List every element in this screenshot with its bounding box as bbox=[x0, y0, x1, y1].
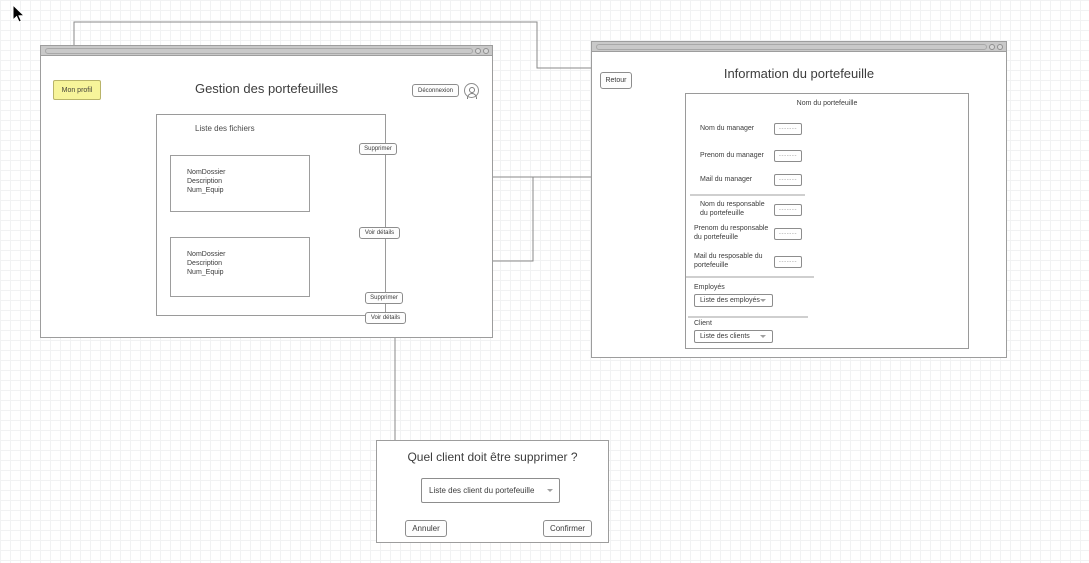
file-card[interactable]: NomDossier Description Num_Equip bbox=[170, 155, 310, 212]
dialog-title: Quel client doit être supprimer ? bbox=[407, 450, 578, 464]
mon-profil-button[interactable]: Mon profil bbox=[53, 80, 101, 100]
window-control-dot[interactable] bbox=[483, 47, 489, 54]
portefeuille-panel: Nom du portefeuille Nom du manager -----… bbox=[685, 93, 969, 349]
file-card-text: NomDossier Description Num_Equip bbox=[187, 251, 226, 278]
window-control-dot[interactable] bbox=[997, 43, 1003, 50]
file-details-button[interactable]: Voir détails bbox=[365, 312, 406, 324]
file-details-button[interactable]: Voir détails bbox=[359, 227, 400, 239]
section-divider bbox=[688, 316, 808, 318]
titlebar-address-field[interactable] bbox=[45, 48, 473, 54]
page-title: Gestion des portefeuilles bbox=[194, 81, 339, 96]
dialog-client-select[interactable]: Liste des client du portefeuille bbox=[421, 478, 560, 503]
file-name: NomDossier bbox=[187, 251, 226, 258]
user-avatar-icon[interactable] bbox=[464, 83, 479, 98]
chevron-down-icon bbox=[760, 299, 766, 302]
employees-select-value: Liste des employés bbox=[700, 297, 760, 304]
nom-manager-input[interactable]: ------- bbox=[774, 123, 802, 135]
file-team: Num_Equip bbox=[187, 268, 224, 276]
confirm-button[interactable]: Confirmer bbox=[543, 520, 592, 537]
file-delete-button[interactable]: Supprimer bbox=[365, 292, 403, 304]
files-group-label: Liste des fichiers bbox=[195, 124, 255, 133]
employees-select[interactable]: Liste des employés bbox=[694, 294, 773, 307]
nom-responsable-input[interactable]: ------- bbox=[774, 203, 802, 216]
field-label: Prenom du responsable du portefeuille bbox=[694, 225, 769, 241]
file-team: Num_Equip bbox=[187, 186, 224, 194]
window-information-portefeuille[interactable]: Retour Information du portefeuille Nom d… bbox=[591, 41, 1007, 358]
file-name: NomDossier bbox=[187, 169, 226, 176]
field-label: Prenom du manager bbox=[700, 151, 764, 159]
chevron-down-icon bbox=[760, 335, 766, 338]
cancel-button[interactable]: Annuler bbox=[405, 520, 447, 537]
section-divider bbox=[686, 276, 814, 278]
mail-manager-input[interactable]: ------- bbox=[774, 174, 802, 186]
form-field-row: Nom du manager ------- bbox=[700, 123, 802, 135]
file-card[interactable]: NomDossier Description Num_Equip bbox=[170, 237, 310, 297]
titlebar[interactable] bbox=[592, 42, 1006, 52]
file-description: Description bbox=[187, 177, 223, 185]
mail-responsable-input[interactable]: ------- bbox=[774, 255, 802, 268]
client-select-value: Liste des clients bbox=[700, 333, 750, 340]
field-label: Nom du responsable du portefeuille bbox=[700, 201, 765, 217]
field-label: Nom du manager bbox=[700, 124, 755, 132]
logout-button[interactable]: Déconnexion bbox=[412, 84, 459, 97]
chevron-down-icon bbox=[547, 489, 553, 492]
employees-label: Employés bbox=[694, 284, 725, 291]
titlebar[interactable] bbox=[41, 46, 492, 56]
back-button[interactable]: Retour bbox=[600, 72, 632, 89]
form-field-row: Mail du manager ------- bbox=[700, 174, 802, 186]
file-delete-button[interactable]: Supprimer bbox=[359, 143, 397, 155]
form-field-row: Mail du resposable du portefeuille -----… bbox=[694, 253, 802, 271]
window-control-dot[interactable] bbox=[989, 43, 995, 50]
form-field-row: Prenom du responsable du portefeuille --… bbox=[694, 225, 802, 243]
titlebar-address-field[interactable] bbox=[596, 44, 987, 50]
files-group: Liste des fichiers NomDossier Descriptio… bbox=[156, 114, 406, 324]
field-label: Mail du manager bbox=[700, 175, 753, 183]
prenom-manager-input[interactable]: ------- bbox=[774, 150, 802, 162]
section-divider bbox=[690, 194, 805, 196]
window-control-dot[interactable] bbox=[475, 47, 481, 54]
page-title: Information du portefeuille bbox=[723, 66, 875, 81]
file-card-text: NomDossier Description Num_Equip bbox=[187, 169, 226, 196]
client-select[interactable]: Liste des clients bbox=[694, 330, 773, 343]
prenom-responsable-input[interactable]: ------- bbox=[774, 227, 802, 240]
mouse-pointer-icon bbox=[12, 4, 26, 23]
dialog-client-select-value: Liste des client du portefeuille bbox=[429, 486, 535, 495]
panel-title: Nom du portefeuille bbox=[796, 100, 858, 107]
window-gestion-portefeuilles[interactable]: Mon profil Gestion des portefeuilles Déc… bbox=[40, 45, 493, 338]
field-label: Mail du resposable du portefeuille bbox=[694, 253, 763, 269]
form-field-row: Prenom du manager ------- bbox=[700, 150, 802, 162]
client-label: Client bbox=[694, 320, 712, 327]
form-field-row: Nom du responsable du portefeuille -----… bbox=[700, 201, 802, 219]
file-description: Description bbox=[187, 259, 223, 267]
dialog-delete-client[interactable]: Quel client doit être supprimer ? Liste … bbox=[376, 440, 609, 543]
